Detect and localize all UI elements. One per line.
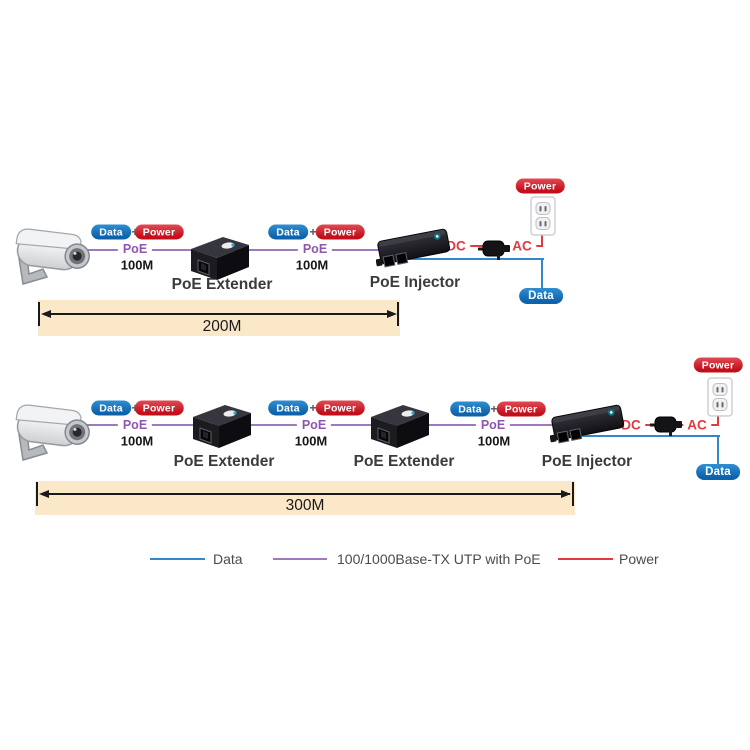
- distance-tick-right: [572, 482, 574, 506]
- poe-line-label: PoE: [475, 418, 511, 432]
- plus-sign: +: [490, 402, 498, 416]
- arrowhead-left: [39, 490, 49, 498]
- wall-outlet-icon: [530, 196, 556, 236]
- device-label-extender: PoE Extender: [353, 453, 455, 470]
- distance-bar: [38, 300, 400, 336]
- dc-label: DC: [617, 417, 645, 433]
- legend-power-label: Power: [619, 551, 659, 567]
- power-badge: Power: [134, 224, 184, 240]
- plus-sign: +: [309, 225, 317, 239]
- wall-outlet-icon: [707, 377, 733, 417]
- arrowhead-right: [561, 490, 571, 498]
- distance-arrow: [42, 493, 570, 495]
- segment-length-label: 100M: [120, 257, 154, 273]
- total-length-label: 200M: [202, 318, 242, 335]
- poe-injector-icon: [376, 220, 452, 276]
- poe-extender-icon: [188, 232, 252, 284]
- cctv-camera-icon: [5, 398, 97, 470]
- poe-injector-icon: [550, 396, 626, 452]
- device-label-extender: PoE Extender: [173, 453, 275, 470]
- distance-bar: [35, 481, 575, 515]
- arrowhead-left: [41, 310, 51, 318]
- segment-length-label: 100M: [120, 433, 154, 449]
- data-out-badge: Data: [519, 288, 563, 304]
- row1-data-drop: [541, 258, 543, 290]
- data-badge: Data: [268, 400, 308, 416]
- poe-line-label: PoE: [296, 418, 332, 432]
- poe-line-label: PoE: [297, 242, 333, 256]
- distance-tick-right: [397, 302, 399, 326]
- poe-extender-icon: [190, 400, 254, 452]
- power-adapter-icon: [478, 238, 512, 260]
- segment-length-label: 100M: [477, 433, 511, 449]
- total-length-label: 300M: [285, 497, 325, 514]
- power-badge: Power: [496, 401, 546, 417]
- power-badge: Power: [315, 400, 365, 416]
- legend-data-line: [150, 558, 205, 560]
- data-badge: Data: [91, 400, 131, 416]
- distance-arrow: [44, 313, 394, 315]
- ac-label: AC: [508, 238, 536, 254]
- power-source-badge: Power: [515, 178, 565, 194]
- device-label-injector: PoE Injector: [541, 453, 633, 470]
- legend-power-line: [558, 558, 613, 560]
- row2-ac-riser: [717, 411, 719, 426]
- poe-extender-icon: [368, 400, 432, 452]
- row1-ac-riser: [541, 234, 543, 247]
- arrowhead-right: [387, 310, 397, 318]
- ac-label: AC: [683, 417, 711, 433]
- segment-length-label: 100M: [294, 433, 328, 449]
- segment-length-label: 100M: [295, 257, 329, 273]
- cctv-camera-icon: [5, 222, 97, 294]
- distance-tick-left: [36, 482, 38, 506]
- row2-data-cable: [566, 435, 720, 437]
- legend-poe-label: 100/1000Base-TX UTP with PoE: [337, 551, 541, 567]
- data-out-badge: Data: [696, 464, 740, 480]
- data-badge: Data: [268, 224, 308, 240]
- device-label-injector: PoE Injector: [369, 274, 461, 291]
- power-badge: Power: [134, 400, 184, 416]
- legend-data-label: Data: [213, 551, 243, 567]
- power-badge: Power: [315, 224, 365, 240]
- row2-data-drop: [717, 435, 719, 466]
- power-source-badge: Power: [693, 357, 743, 373]
- plus-sign: +: [309, 401, 317, 415]
- data-badge: Data: [91, 224, 131, 240]
- poe-line-label: PoE: [117, 418, 153, 432]
- distance-tick-left: [38, 302, 40, 326]
- data-badge: Data: [450, 401, 490, 417]
- legend-poe-line: [273, 558, 327, 560]
- device-label-extender: PoE Extender: [171, 276, 273, 293]
- power-adapter-icon: [650, 414, 684, 436]
- poe-line-label: PoE: [117, 242, 153, 256]
- row1-data-cable: [399, 258, 544, 260]
